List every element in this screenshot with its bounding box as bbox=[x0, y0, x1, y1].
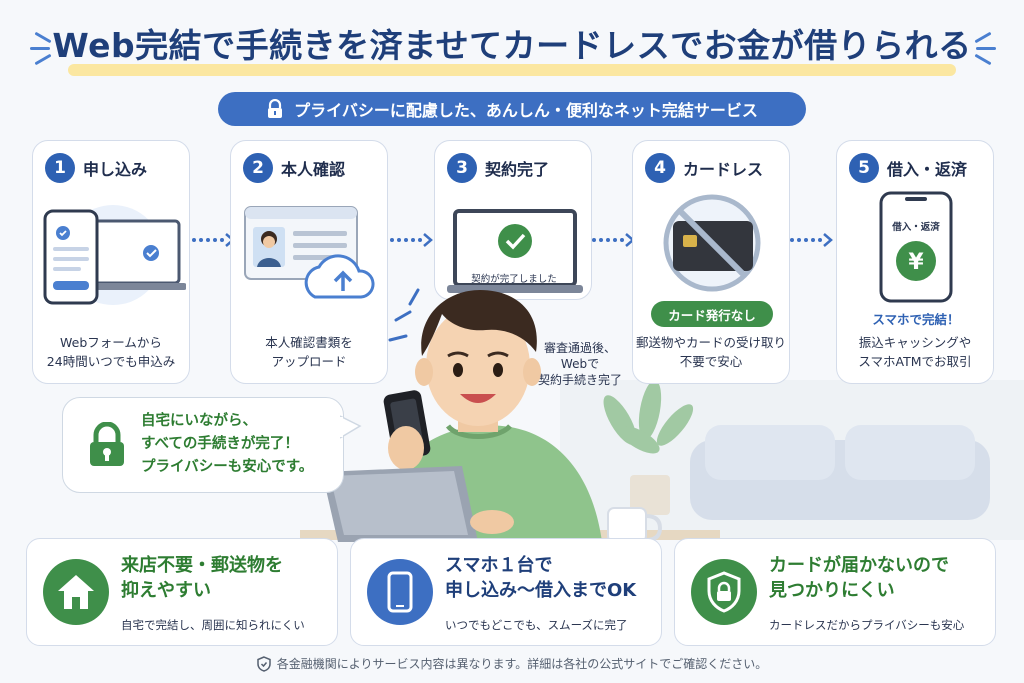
step-card-contract: 3 契約完了 契約が完了しました bbox=[434, 140, 592, 300]
step-desc-line: 不要で安心 bbox=[679, 354, 743, 369]
step-number: 5 bbox=[849, 153, 879, 183]
page-title: Web完結で手続きを済ませてカードレスでお金が借りられる bbox=[52, 26, 972, 65]
bubble-tail bbox=[340, 415, 362, 439]
sparkle-left-icon bbox=[30, 31, 56, 66]
sparkle-right-icon bbox=[972, 31, 998, 66]
subtitle-text: プライバシーに配慮した、あんしん・便利なネット完結サービス bbox=[294, 101, 758, 120]
feature-title-line: 申し込み～借入までOK bbox=[445, 580, 637, 601]
card-badge: カード発行なし bbox=[651, 301, 773, 327]
step-number: 1 bbox=[45, 153, 75, 183]
lock-icon bbox=[90, 422, 124, 466]
title-area: Web完結で手続きを済ませてカードレスでお金が借りられる bbox=[0, 18, 1024, 88]
id-upload-icon bbox=[244, 206, 375, 299]
phone-screen-text: 借入・返済 bbox=[892, 222, 940, 233]
speech-bubble: 自宅にいながら、 すべての手続きが完了！ プライバシーも安心です。 bbox=[62, 397, 344, 493]
title-highlight bbox=[68, 64, 956, 76]
bubble-line: 自宅にいながら、 bbox=[141, 413, 257, 429]
laptop-screen-text: 契約が完了しました bbox=[471, 274, 557, 285]
shield-check-icon bbox=[256, 655, 271, 672]
house-icon bbox=[43, 559, 109, 625]
bubble-line: プライバシーも安心です。 bbox=[141, 459, 314, 475]
phone-laptop-icon bbox=[43, 205, 186, 305]
lock-icon bbox=[268, 99, 283, 118]
feature-card-no-visit: 来店不要・郵送物を 抑えやすい 自宅で完結し、周囲に知られにくい bbox=[26, 538, 338, 646]
step-desc-line: 振込キャッシングや bbox=[858, 335, 972, 350]
step-desc-line: スマホATMでお取引 bbox=[858, 354, 972, 369]
no-card-icon bbox=[663, 194, 761, 292]
step-card-cardless: 4 カードレス カード発行なし 郵送物やカードの受け取り 不要で安心 bbox=[632, 140, 790, 384]
step-title: 借入・返済 bbox=[887, 160, 968, 179]
note-line: 審査通過後、 bbox=[543, 341, 616, 355]
feature-title-line: 抑えやすい bbox=[121, 580, 211, 601]
feature-subtext: カードレスだからプライバシーも安心 bbox=[769, 618, 965, 632]
feature-title-line: カードが届かないので bbox=[769, 555, 949, 576]
feature-subtext: 自宅で完結し、周囲に知られにくい bbox=[121, 618, 305, 632]
dotted-arrow-icon bbox=[390, 233, 433, 247]
step3-note: 審査通過後、 Webで 契約手続き完了 bbox=[532, 340, 628, 388]
svg-text:¥: ¥ bbox=[908, 250, 924, 275]
step-desc-line: 郵送物やカードの受け取り bbox=[635, 335, 786, 350]
feature-title-line: 来店不要・郵送物を bbox=[121, 555, 283, 576]
dotted-arrow-icon bbox=[592, 233, 635, 247]
step-number: 4 bbox=[645, 153, 675, 183]
step-desc-line: Webフォームから bbox=[60, 335, 162, 350]
feature-card-smartphone: スマホ１台で 申し込み～借入までOK いつでもどこでも、スムーズに完了 bbox=[350, 538, 662, 646]
step-card-apply: 1 申し込み Webフォームから 24時間いつでも申込み bbox=[32, 140, 190, 384]
person-with-smartphone-illustration bbox=[322, 288, 663, 542]
step-desc-line: 本人確認書類を bbox=[265, 335, 353, 350]
bubble-line: すべての手続きが完了！ bbox=[141, 436, 299, 452]
feature-subtext: いつでもどこでも、スムーズに完了 bbox=[445, 618, 628, 632]
shield-lock-icon bbox=[691, 559, 757, 625]
smartphone-yen-icon: ¥ bbox=[879, 191, 953, 303]
step-number: 3 bbox=[447, 153, 477, 183]
smartphone-badge-text: スマホで完結！ bbox=[872, 312, 960, 327]
footer-note: 各金融機関によりサービス内容は異なります。詳細は各社の公式サイトでご確認ください… bbox=[0, 655, 1024, 672]
step-title: カードレス bbox=[683, 160, 764, 179]
feature-title-line: 見つかりにくい bbox=[769, 580, 895, 601]
laptop-check-icon bbox=[447, 209, 583, 293]
note-line: Webで bbox=[560, 357, 600, 371]
step-title: 申し込み bbox=[83, 160, 148, 179]
smartphone-icon bbox=[367, 559, 433, 625]
step-title: 本人確認 bbox=[281, 160, 346, 179]
subtitle-banner: プライバシーに配慮した、あんしん・便利なネット完結サービス bbox=[218, 92, 806, 126]
note-line: 契約手続き完了 bbox=[537, 373, 622, 387]
footer-text: 各金融機関によりサービス内容は異なります。詳細は各社の公式サイトでご確認ください… bbox=[276, 657, 768, 671]
feature-title-line: スマホ１台で bbox=[445, 555, 553, 576]
step-card-identity: 2 本人確認 本人確認書類を アップロード bbox=[230, 140, 388, 384]
step-title: 契約完了 bbox=[485, 160, 550, 179]
step-number: 2 bbox=[243, 153, 273, 183]
step-desc-line: 24時間いつでも申込み bbox=[46, 354, 176, 369]
feature-card-cardless-privacy: カードが届かないので 見つかりにくい カードレスだからプライバシーも安心 bbox=[674, 538, 996, 646]
dotted-arrow-icon bbox=[790, 233, 833, 247]
step-card-borrow-repay: 5 借入・返済 ¥ 借入・返済 スマホで完結！ 振込キャッシングや スマホATM… bbox=[836, 140, 994, 384]
step-desc-line: アップロード bbox=[271, 354, 347, 369]
card-badge-text: カード発行なし bbox=[668, 307, 756, 323]
